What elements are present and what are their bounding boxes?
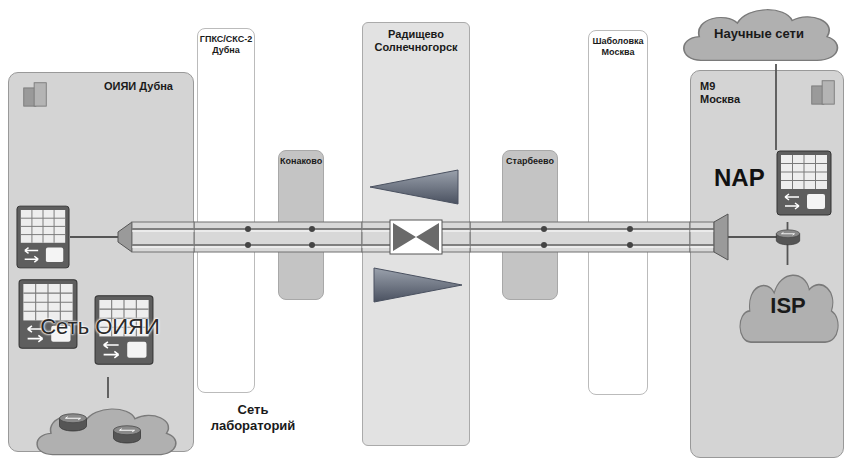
site-region: ОИЯИ ДубнаСеть ОИЯИ <box>8 72 194 452</box>
amplifier-site: Радищево Солнечногорск <box>362 22 470 446</box>
node-label: NAP <box>714 164 776 192</box>
site-region: М9 МоскваNAP ISP <box>690 70 844 458</box>
switch-icon <box>17 206 69 268</box>
node-illustration <box>690 70 844 458</box>
node-label: Радищево Солнечногорск <box>366 28 466 54</box>
link-line <box>776 64 777 150</box>
node-label: Сеть лабораторий <box>198 402 308 434</box>
box-outline <box>278 150 324 300</box>
fiber-coupler <box>118 222 132 252</box>
amplifier-box <box>390 220 442 254</box>
amplifier-triangle <box>374 268 462 302</box>
site-column: Конаково <box>278 150 324 300</box>
link-line <box>728 236 777 238</box>
network-group: Сеть ОИЯИ <box>14 277 186 377</box>
node-illustration <box>8 72 194 452</box>
switch-icon <box>777 151 831 215</box>
box-outline <box>197 28 255 393</box>
node-label: ISP <box>770 293 805 319</box>
link-line <box>108 377 109 398</box>
fiber-link <box>470 222 690 252</box>
cloud-shape <box>37 409 176 455</box>
link-line <box>70 236 120 238</box>
router-icon <box>114 426 141 443</box>
box-outline <box>502 150 558 300</box>
building-icon <box>24 83 47 106</box>
node-illustration <box>362 22 470 446</box>
network-cloud: Научные сети <box>676 2 842 64</box>
network-cloud: Сеть лабораторий <box>30 398 310 460</box>
building-icon <box>812 81 835 104</box>
fiber-coupler <box>714 214 728 260</box>
site-column: ГПКС/СКС-2 Дубна <box>197 28 255 393</box>
node-label: М9 Москва <box>700 80 758 106</box>
cloud-shape <box>684 10 838 61</box>
node-label: Научные сети <box>714 26 804 41</box>
bowtie-symbol <box>393 223 439 251</box>
network-cloud: ISP <box>735 265 841 347</box>
site-column: Шаболовка Москва <box>588 30 648 395</box>
box-outline <box>588 30 648 395</box>
exchange-point: NAP <box>712 150 840 222</box>
node-label: Конаково <box>280 156 322 167</box>
cloud-shape <box>740 275 838 342</box>
node-label: Шаболовка Москва <box>590 36 646 58</box>
node-label: ОИЯИ Дубна <box>104 80 176 93</box>
box-outline <box>690 70 844 458</box>
amplifier-triangle <box>370 170 458 204</box>
node-label: Старбеево <box>504 156 556 167</box>
router-icon <box>60 414 87 431</box>
fiber-link <box>194 222 362 252</box>
router-icon <box>776 230 799 245</box>
site-column: Старбеево <box>502 150 558 300</box>
node-label: ГПКС/СКС-2 Дубна <box>199 34 253 56</box>
node-label: Сеть ОИЯИ <box>40 314 160 340</box>
